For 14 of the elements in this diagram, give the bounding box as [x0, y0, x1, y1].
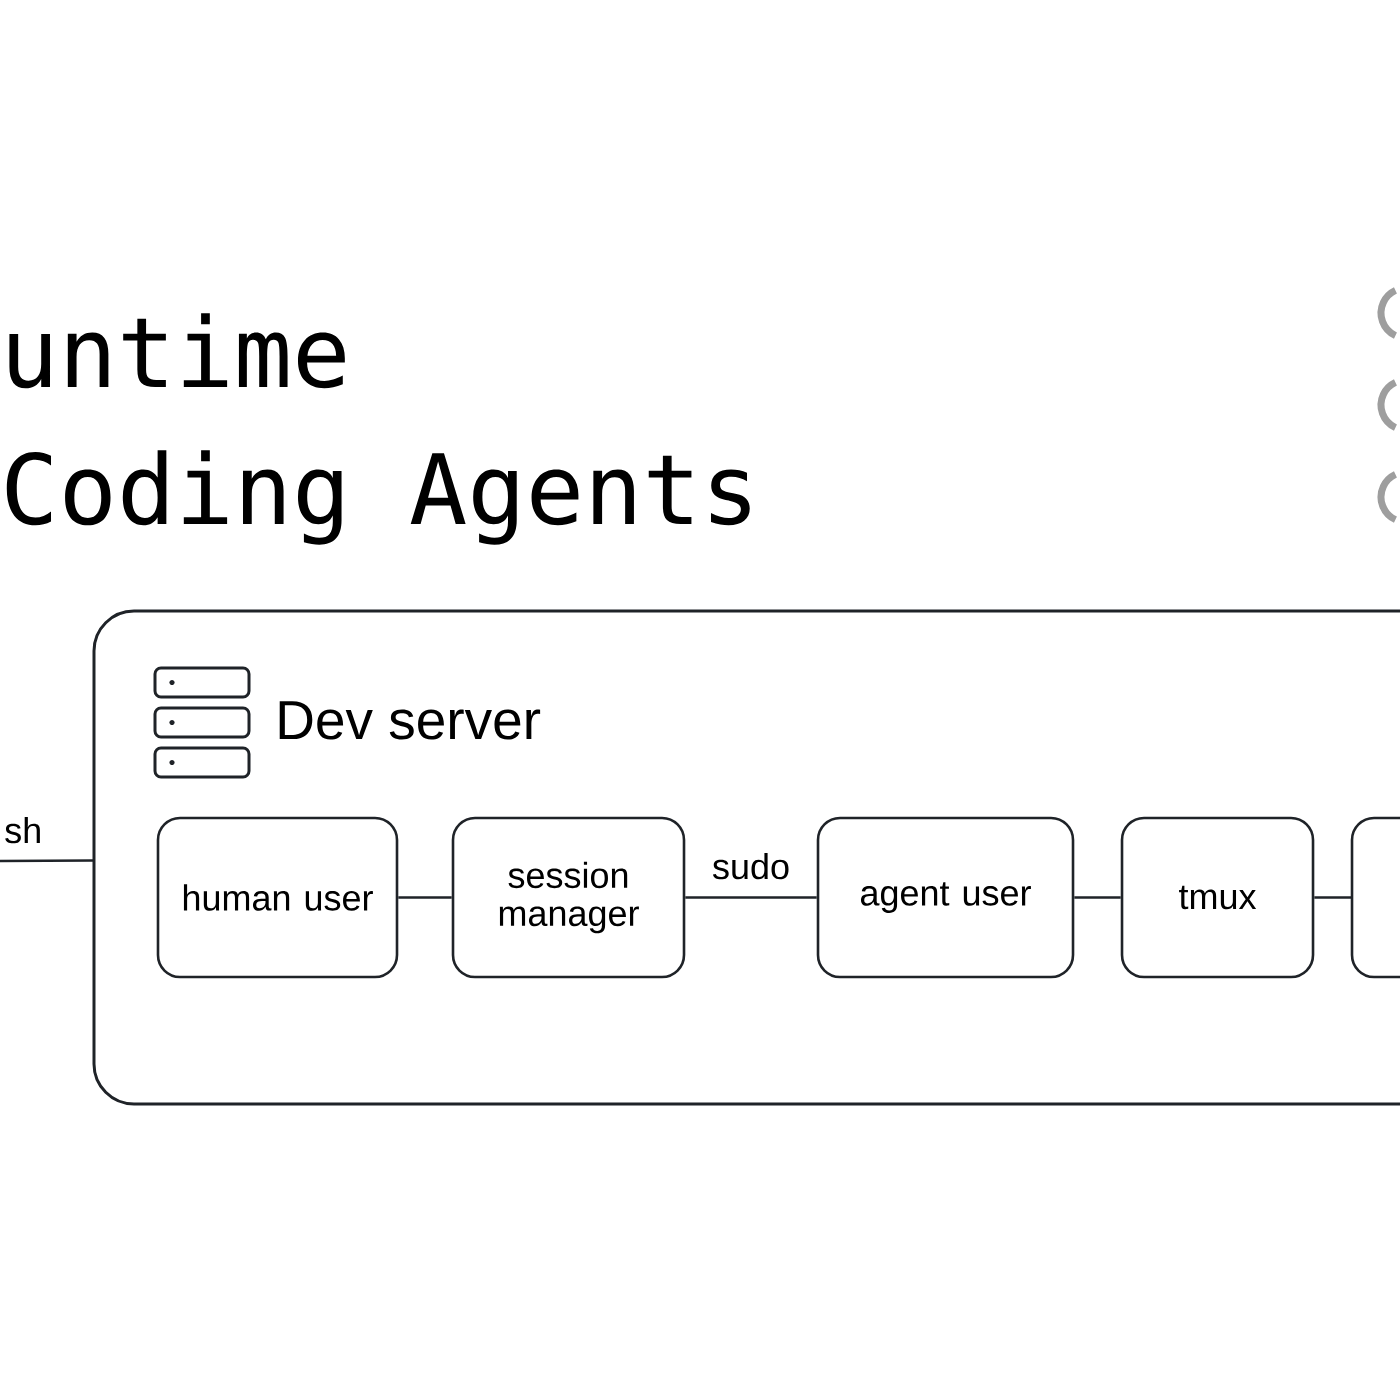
- connector-line: [1314, 896, 1352, 899]
- process-box: [1350, 816, 1400, 979]
- connector-line: [685, 896, 817, 899]
- edge-label: sh: [2, 814, 45, 846]
- connector-line: [1074, 896, 1121, 899]
- connector-line: [398, 896, 452, 899]
- process-box: tmux: [1120, 816, 1315, 979]
- box-heading: Dev server: [279, 701, 541, 740]
- edge-label: sudo: [710, 850, 793, 882]
- process-box: agent user: [816, 816, 1075, 979]
- connector-line: [0, 859, 94, 863]
- process-box: session manager: [451, 816, 686, 979]
- title: untime Coding Agents: [6, 313, 750, 545]
- process-box: human user: [156, 816, 399, 979]
